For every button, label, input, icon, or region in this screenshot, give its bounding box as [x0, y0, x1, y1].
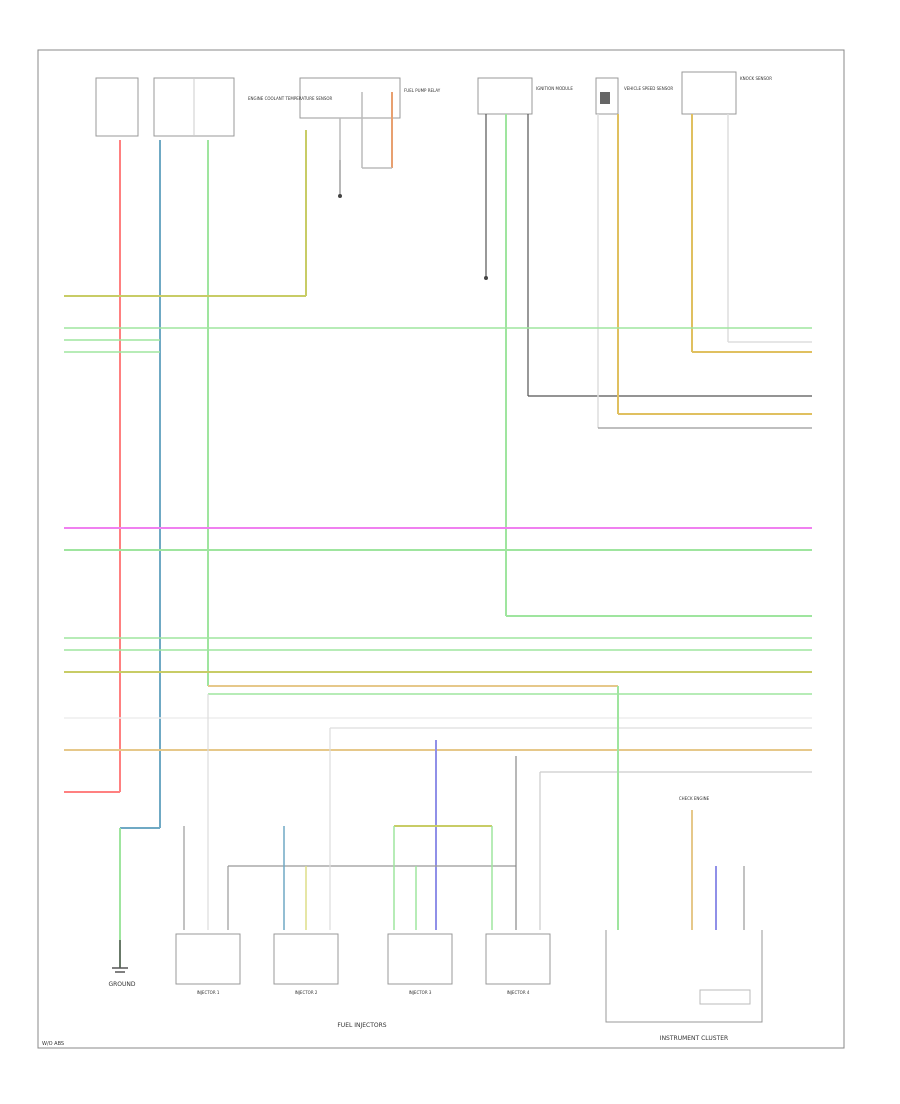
injector-2-label: INJECTOR 2: [295, 990, 318, 995]
fuel-pump-relay-label: FUEL PUMP RELAY: [404, 88, 441, 93]
ignition-module-label: IGNITION MODULE: [536, 86, 573, 91]
fuel-pump-relay-box: [299, 77, 401, 119]
ground-icon: [112, 940, 128, 973]
vertical-wires-right: [484, 114, 812, 617]
top-components: [95, 71, 737, 137]
fuel-injectors-caption: FUEL INJECTORS: [337, 1022, 386, 1029]
footer-caption: W/O ABS: [42, 1041, 64, 1047]
relay-internals: [338, 92, 393, 198]
vehicle-speed-sensor-box: [595, 77, 619, 115]
injector-2-box: [273, 933, 339, 985]
fuse-box-1: [95, 77, 139, 137]
injector-3-label: INJECTOR 3: [409, 990, 432, 995]
injector-boxes: [175, 933, 551, 985]
ground-caption: GROUND: [108, 981, 135, 988]
vehicle-speed-sensor-label: VEHICLE SPEED SENSOR: [624, 86, 673, 91]
ect-sensor-label: ENGINE COOLANT TEMPERATURE SENSOR: [248, 96, 333, 101]
ignition-module-box: [477, 77, 533, 115]
speed-sensor-icon: [600, 92, 610, 104]
horizontal-bus-wires: [64, 327, 812, 773]
instrument-cluster-caption: INSTRUMENT CLUSTER: [660, 1035, 728, 1042]
injector-feed-wires: [183, 686, 619, 930]
check-engine-label: CHECK ENGINE: [679, 796, 710, 801]
knock-sensor-box: [681, 71, 737, 115]
injector-4-label: INJECTOR 4: [507, 990, 530, 995]
injector-3-box: [387, 933, 453, 985]
vertical-wires-left: [64, 130, 307, 968]
injector-1-box: [175, 933, 241, 985]
diagram-border: [37, 49, 845, 1049]
injector-1-label: INJECTOR 1: [197, 990, 220, 995]
injector-4-box: [485, 933, 551, 985]
knock-sensor-label: KNOCK SENSOR: [740, 76, 772, 81]
instrument-cluster-area: [605, 810, 763, 1023]
